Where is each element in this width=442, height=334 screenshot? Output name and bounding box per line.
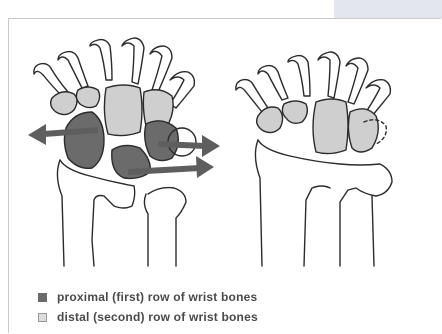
legend: proximal (first) row of wrist bones dist… [38,287,258,327]
right-distal-row [257,99,379,154]
legend-label-proximal: proximal (first) row of wrist bones [57,290,257,304]
legend-label-distal: distal (second) row of wrist bones [57,310,258,324]
right-wrist [236,52,392,266]
distal-swatch [38,313,47,322]
proximal-swatch [38,293,47,302]
legend-item-distal: distal (second) row of wrist bones [38,307,258,327]
legend-item-proximal: proximal (first) row of wrist bones [38,287,258,307]
right-metacarpals [236,52,391,116]
left-wrist [28,38,220,266]
right-forearm [255,140,392,266]
